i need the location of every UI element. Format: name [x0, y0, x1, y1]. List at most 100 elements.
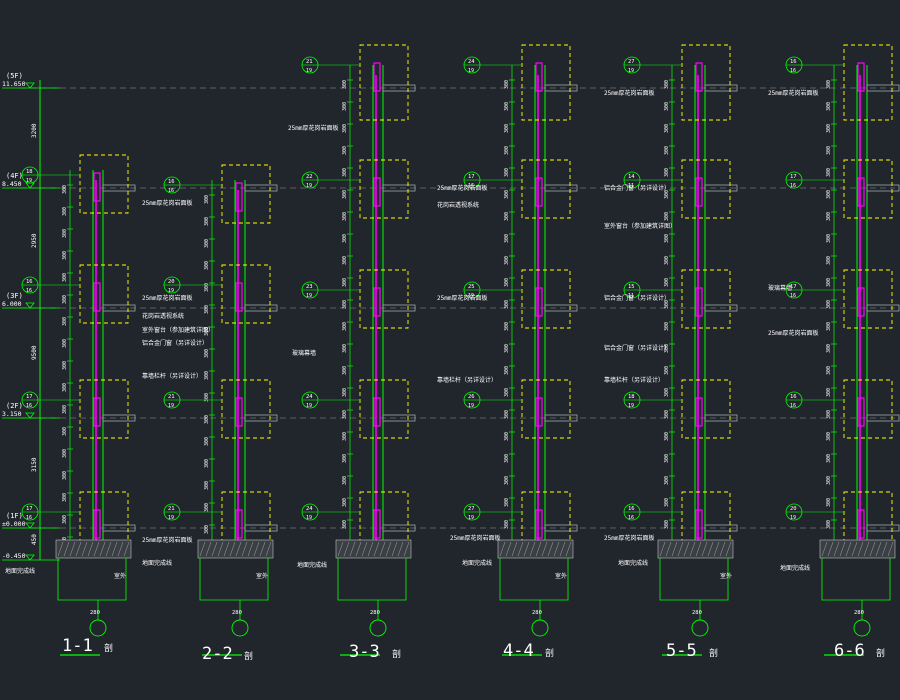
section-title-suffix-4: 剖 — [545, 647, 554, 659]
hatch-line — [111, 541, 118, 557]
level-elevation: ±0.000 — [2, 520, 26, 528]
ref-number: 21 — [168, 506, 175, 512]
window-element — [857, 62, 865, 92]
note-stone-2: 25mm厚花岗岩面板 — [142, 294, 192, 302]
hatch-line — [385, 541, 392, 557]
hatch-line — [677, 541, 684, 557]
dim-value: 300 — [504, 80, 510, 89]
floor-slab — [544, 304, 578, 312]
dim-value: 300 — [664, 410, 670, 419]
dim-value: 300 — [204, 349, 210, 358]
hatch-line — [505, 541, 512, 557]
hatch-line — [695, 541, 702, 557]
detail-box — [681, 44, 731, 121]
floor-slab — [544, 524, 578, 532]
dim-value: 300 — [664, 344, 670, 353]
note-outdoor-1: 室外 — [114, 572, 126, 580]
level-elevation: 11.650 — [2, 80, 26, 88]
ref-sheet: 19 — [26, 178, 32, 184]
hatch-line — [827, 541, 834, 557]
floor-slab — [544, 184, 578, 192]
section-4-4: 3003003003003003003003003003003003003003… — [463, 44, 578, 656]
dim-value: 300 — [342, 80, 348, 89]
ref-sheet: 19 — [790, 515, 796, 521]
dim-value: 300 — [504, 410, 510, 419]
hatch-line — [713, 541, 720, 557]
dim-value: 300 — [62, 405, 68, 414]
hatch-line — [397, 541, 404, 557]
ref-number: 22 — [306, 174, 313, 180]
dim-value: 300 — [664, 366, 670, 375]
detail-box — [79, 379, 129, 439]
dim-value: 300 — [504, 190, 510, 199]
floor-slab — [102, 414, 136, 422]
ref-number: 17 — [790, 284, 797, 290]
left-dimension: 3150 — [31, 457, 38, 472]
dim-value: 300 — [204, 195, 210, 204]
hatch-line — [529, 541, 536, 557]
window-element — [373, 177, 381, 207]
floor-slab — [704, 524, 738, 532]
level-tag: (2F) — [6, 402, 23, 410]
level-triangle — [25, 522, 35, 529]
dim-value: 300 — [342, 366, 348, 375]
dim-value: 300 — [664, 388, 670, 397]
hatch-line — [259, 541, 266, 557]
note-balcony: 靠墙栏杆（另详设计） — [142, 372, 202, 380]
hatch-line — [217, 541, 224, 557]
hatch-line — [361, 541, 368, 557]
dim-value: 300 — [342, 278, 348, 287]
dim-value: 300 — [504, 300, 510, 309]
note-stone-3: 25mm厚花岗岩面板 — [142, 536, 192, 544]
dim-value: 300 — [826, 168, 832, 177]
dim-value: 300 — [664, 300, 670, 309]
section-title-suffix-3: 剖 — [392, 648, 401, 660]
dim-value: 300 — [664, 498, 670, 507]
dim-value: 300 — [342, 234, 348, 243]
window-element — [93, 282, 101, 312]
note-curtain-2: 玻璃幕墙 — [768, 284, 792, 292]
ref-number: 16 — [790, 394, 797, 400]
dim-value: 300 — [342, 520, 348, 529]
ref-number: 23 — [306, 284, 313, 290]
ref-number: 17 — [26, 506, 33, 512]
section-title-suffix-1: 剖 — [104, 642, 113, 654]
ref-sheet: 19 — [168, 515, 174, 521]
note-clay: 花岗岩透视系统 — [142, 312, 184, 320]
ref-number: 24 — [468, 59, 475, 65]
ref-number: 24 — [306, 506, 313, 512]
dim-value: 300 — [504, 454, 510, 463]
floor-slab — [244, 184, 278, 192]
dim-value: 300 — [826, 520, 832, 529]
ref-sheet: 19 — [306, 403, 312, 409]
floor-slab — [704, 184, 738, 192]
hatch-line — [87, 541, 94, 557]
window-element — [235, 509, 243, 539]
note-outdoor-2: 室外 — [256, 572, 268, 580]
floor-slab — [244, 304, 278, 312]
dim-value: 300 — [826, 322, 832, 331]
foundation — [821, 558, 891, 601]
hatch-line — [117, 541, 124, 557]
floor-slab — [704, 84, 738, 92]
hatch-line — [229, 541, 236, 557]
window-element — [235, 397, 243, 427]
axis-bubble — [89, 619, 107, 637]
hatch-line — [719, 541, 726, 557]
level-elevation: 8.450 — [2, 180, 22, 188]
note-stone-5: 25mm厚花岗岩面板 — [437, 184, 487, 192]
hatch-line — [725, 541, 732, 557]
dim-value: 300 — [204, 415, 210, 424]
ground-hatch — [55, 539, 132, 559]
dim-value: 300 — [342, 454, 348, 463]
hatch-line — [863, 541, 870, 557]
hatch-line — [565, 541, 572, 557]
note-outdoor-3: 室外 — [555, 572, 567, 580]
floor-slab — [704, 304, 738, 312]
ref-sheet: 11 — [628, 293, 634, 299]
note-stone-4: 25mm厚花岗岩面板 — [288, 124, 338, 132]
dim-value: 300 — [204, 459, 210, 468]
ref-sheet: 19 — [628, 403, 634, 409]
section-title-5: 5-5 — [666, 641, 697, 661]
detail-box — [359, 159, 409, 219]
